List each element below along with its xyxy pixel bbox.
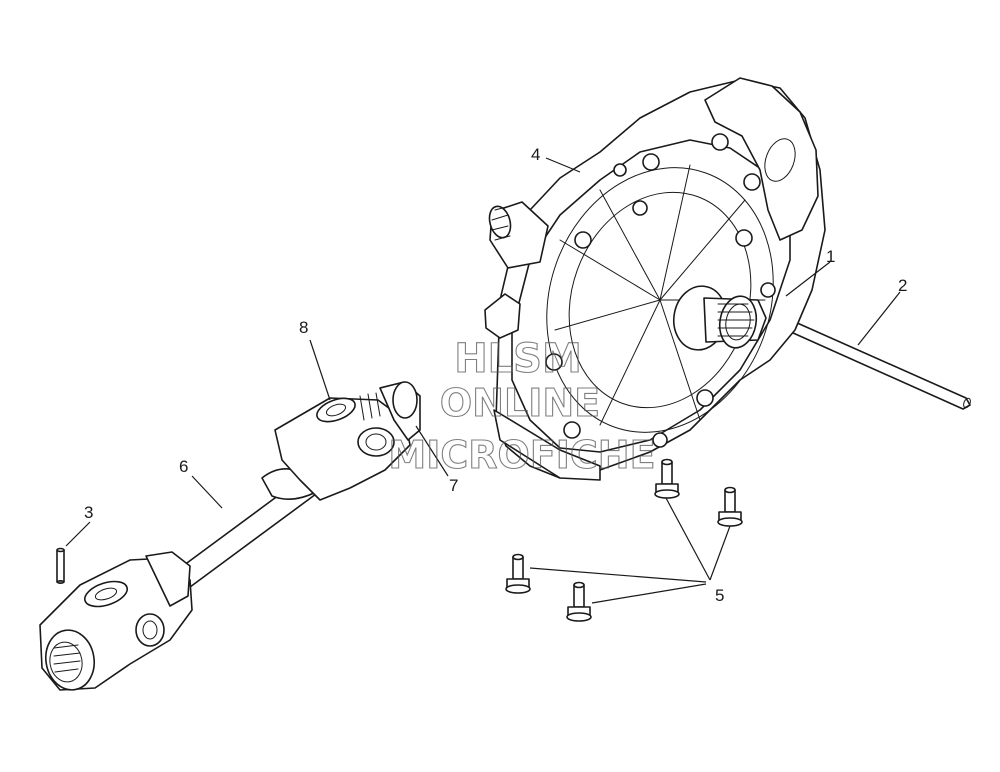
callout-labels: 1 2 3 4 5 6 7 8 [84,145,907,605]
callout-6: 6 [179,457,188,476]
callout-1: 1 [826,247,835,266]
watermark-line-2: ONLINE [440,381,600,425]
bolt-d [566,581,592,622]
part-3-pin [56,547,65,584]
callout-2: 2 [898,276,907,295]
cover-bolts [545,133,776,448]
watermark: HLSM ONLINE MICROFICHE [388,335,656,477]
input-shaft [488,201,549,269]
bolt-c [505,553,531,594]
leader-lines [65,157,901,604]
bolt-a [654,458,680,499]
bolt-b [717,486,743,527]
callout-7: 7 [449,476,458,495]
lower-ujoint [39,551,193,691]
callout-3: 3 [84,503,93,522]
part-4-gearbox [484,77,826,481]
watermark-line-1: HLSM [454,336,582,382]
part-2-rod [781,317,971,410]
output-shaft [672,285,767,351]
callout-8: 8 [299,318,308,337]
watermark-line-3: MICROFICHE [388,433,655,477]
part-6-driveshaft [39,381,421,691]
part-5-bolts [505,458,743,622]
callout-5: 5 [715,586,724,605]
callout-4: 4 [531,145,540,164]
upper-ujoint [274,381,421,501]
